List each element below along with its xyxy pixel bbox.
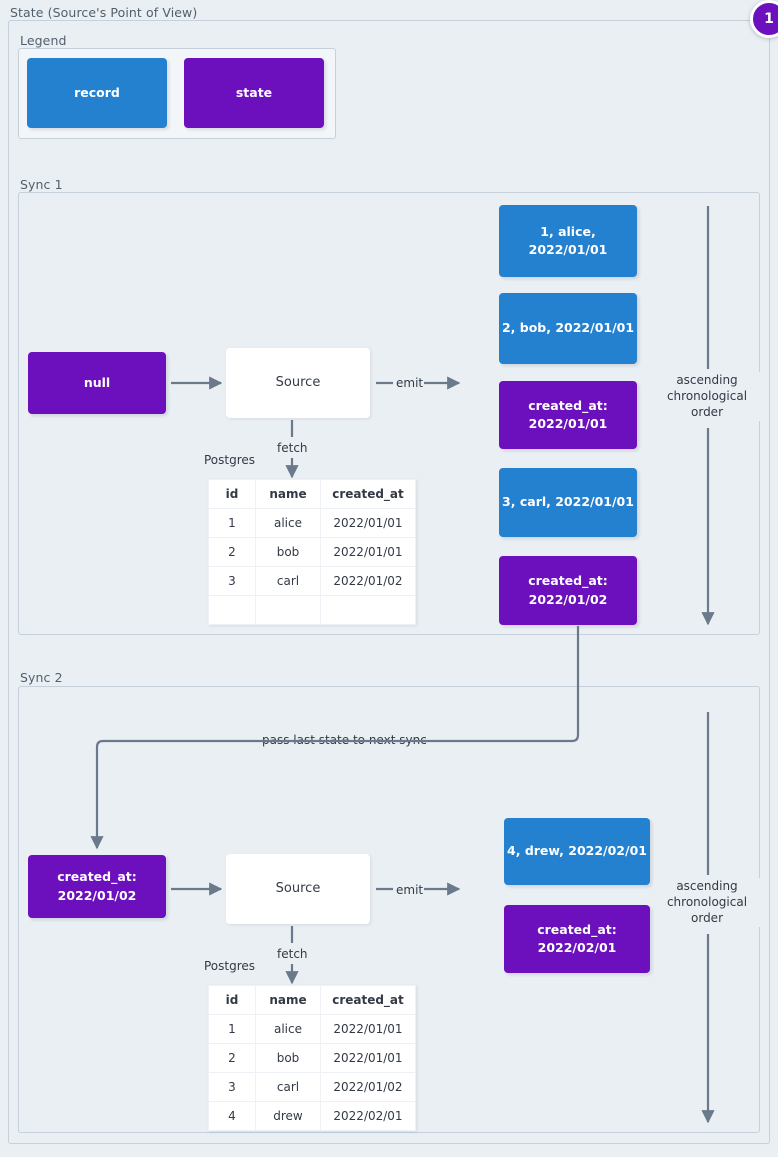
table-row: 3 carl 2022/01/02 — [208, 1072, 416, 1102]
table-header-row: id name created_at — [208, 985, 416, 1015]
cell-created-at: 2022/01/01 — [320, 1043, 416, 1073]
cell-id — [208, 595, 256, 625]
sync1-emitted-record-3: 3, carl, 2022/01/01 — [499, 468, 637, 537]
column-header-created-at: created_at — [320, 479, 416, 509]
sync1-emitted-record-1: 1, alice, 2022/01/01 — [499, 205, 637, 277]
sync1-fetch-label: fetch — [277, 441, 308, 455]
cell-created-at: 2022/01/01 — [320, 1014, 416, 1044]
cell-id: 2 — [208, 537, 256, 567]
cell-id: 3 — [208, 1072, 256, 1102]
sync2-emitted-state-1: created_at: 2022/02/01 — [504, 905, 650, 973]
sync1-input-state-node: null — [28, 352, 166, 414]
step-badge[interactable]: 1 — [750, 0, 778, 38]
sync1-source-node: Source — [226, 348, 370, 418]
cell-created-at: 2022/01/01 — [320, 537, 416, 567]
sync2-postgres-table: id name created_at 1 alice 2022/01/01 2 … — [208, 985, 416, 1131]
cell-name: drew — [255, 1101, 321, 1131]
cell-name: carl — [255, 566, 321, 596]
table-row: 1 alice 2022/01/01 — [208, 1014, 416, 1044]
cell-name — [255, 595, 321, 625]
sync2-emit-label: emit — [396, 883, 424, 897]
pass-state-label: pass last state to next sync — [258, 732, 431, 749]
sync2-input-state-node: created_at: 2022/01/02 — [28, 855, 166, 918]
table-header-row: id name created_at — [208, 479, 416, 509]
cell-id: 3 — [208, 566, 256, 596]
cell-name: carl — [255, 1072, 321, 1102]
sync1-order-label: ascending chronological order — [652, 372, 762, 421]
cell-name: bob — [255, 537, 321, 567]
column-header-name: name — [255, 479, 321, 509]
sync1-emitted-state-2: created_at: 2022/01/02 — [499, 556, 637, 625]
legend-swatch-state: state — [184, 58, 324, 128]
cell-id: 1 — [208, 1014, 256, 1044]
outer-frame — [8, 20, 770, 1144]
sync2-emitted-record-1: 4, drew, 2022/02/01 — [504, 818, 650, 885]
column-header-created-at: created_at — [320, 985, 416, 1015]
legend-title: Legend — [20, 33, 67, 48]
table-row: 1 alice 2022/01/01 — [208, 508, 416, 538]
cell-id: 1 — [208, 508, 256, 538]
sync1-emitted-record-2: 2, bob, 2022/01/01 — [499, 293, 637, 364]
sync2-order-label: ascending chronological order — [652, 878, 762, 927]
sync2-title: Sync 2 — [20, 670, 63, 685]
sync2-source-node: Source — [226, 854, 370, 924]
column-header-id: id — [208, 985, 256, 1015]
column-header-id: id — [208, 479, 256, 509]
sync1-emit-label: emit — [396, 376, 424, 390]
table-row: 2 bob 2022/01/01 — [208, 1043, 416, 1073]
sync1-emitted-state-1: created_at: 2022/01/01 — [499, 381, 637, 449]
table-row: 2 bob 2022/01/01 — [208, 537, 416, 567]
cell-created-at: 2022/01/02 — [320, 1072, 416, 1102]
sync1-postgres-label: Postgres — [204, 453, 256, 467]
cell-name: bob — [255, 1043, 321, 1073]
sync1-postgres-table: id name created_at 1 alice 2022/01/01 2 … — [208, 479, 416, 625]
cell-created-at: 2022/01/01 — [320, 508, 416, 538]
cell-name: alice — [255, 508, 321, 538]
table-row-empty — [208, 595, 416, 625]
cell-created-at: 2022/02/01 — [320, 1101, 416, 1131]
sync2-fetch-label: fetch — [277, 947, 308, 961]
table-row: 3 carl 2022/01/02 — [208, 566, 416, 596]
cell-name: alice — [255, 1014, 321, 1044]
cell-created-at — [320, 595, 416, 625]
cell-id: 4 — [208, 1101, 256, 1131]
page-title: State (Source's Point of View) — [10, 5, 198, 20]
column-header-name: name — [255, 985, 321, 1015]
cell-id: 2 — [208, 1043, 256, 1073]
sync1-title: Sync 1 — [20, 177, 63, 192]
cell-created-at: 2022/01/02 — [320, 566, 416, 596]
legend-swatch-record: record — [27, 58, 167, 128]
table-row: 4 drew 2022/02/01 — [208, 1101, 416, 1131]
sync2-postgres-label: Postgres — [204, 959, 256, 973]
